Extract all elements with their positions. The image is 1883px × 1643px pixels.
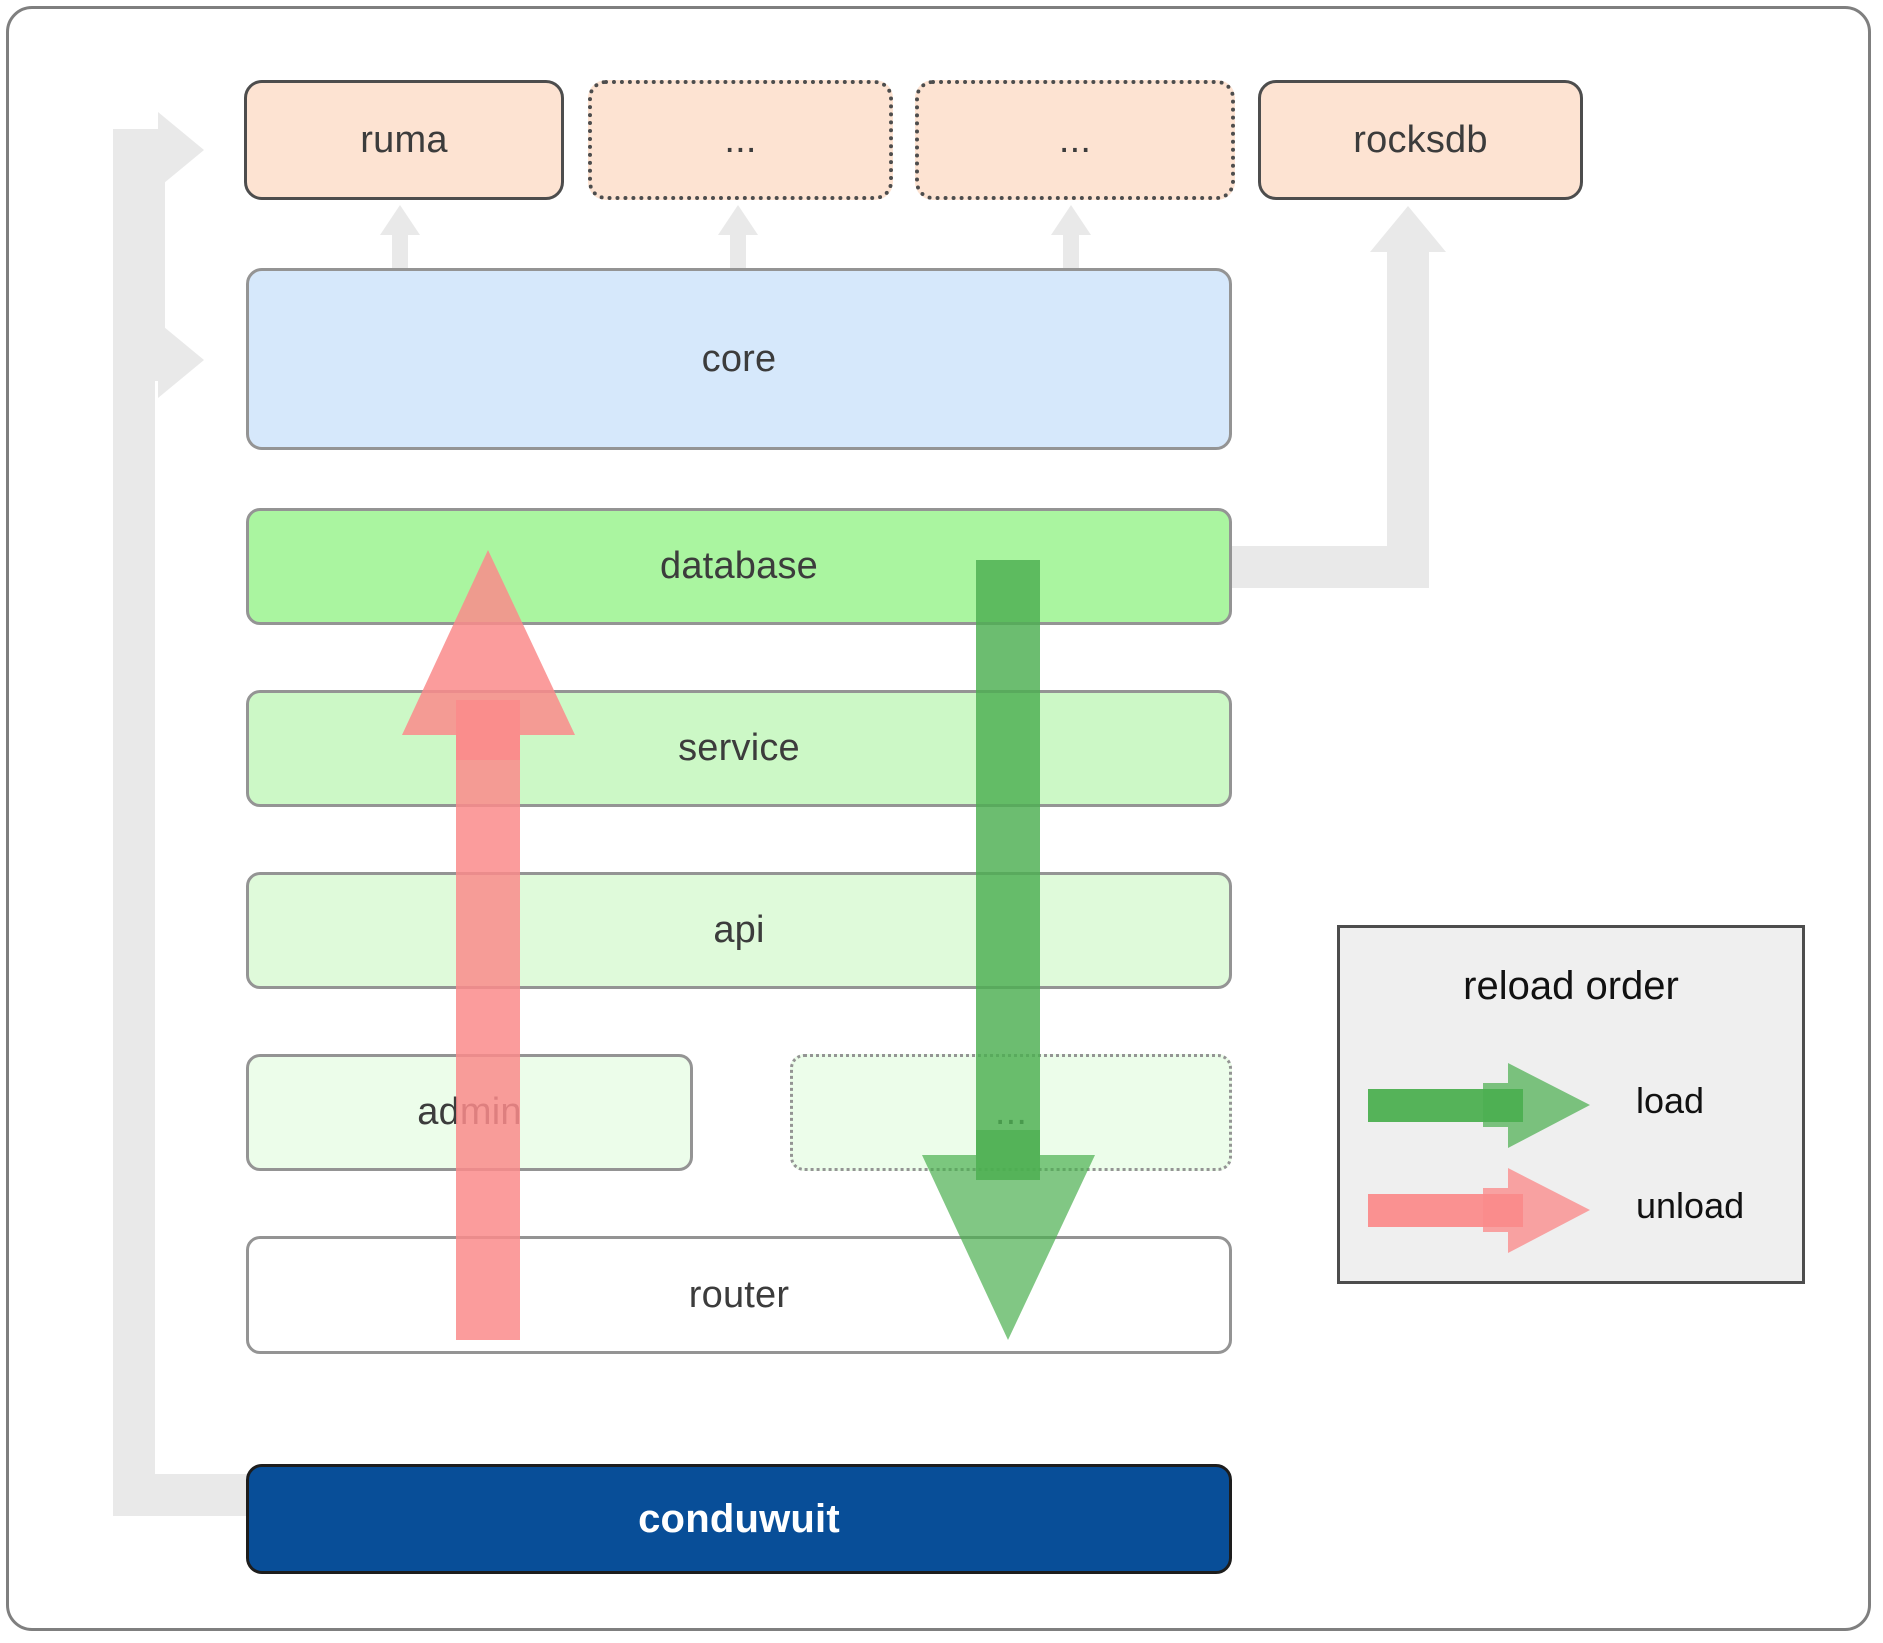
left-bus-trunk <box>113 129 155 1516</box>
right-bus-horizontal <box>1230 546 1405 588</box>
stack-box-api[interactable]: api <box>246 872 1232 989</box>
core-tick-head-2 <box>718 205 758 235</box>
stack-box-admin[interactable]: admin <box>246 1054 693 1171</box>
right-bus-arrow-rocksdb <box>1370 206 1446 252</box>
legend-label-load: load <box>1636 1080 1705 1121</box>
dependency-box-ellipsis-2[interactable]: ... <box>915 80 1235 200</box>
dependency-label-ellipsis-1: ... <box>724 118 757 161</box>
stack-label-database: database <box>660 545 818 587</box>
core-tick-shaft-2 <box>730 228 746 268</box>
stack-box-core[interactable]: core <box>246 268 1232 450</box>
stack-label-admin: admin <box>417 1091 522 1133</box>
binary-label-conduwuit: conduwuit <box>638 1496 840 1541</box>
stack-label-service: service <box>678 727 800 769</box>
core-tick-shaft-1 <box>392 228 408 268</box>
diagram-frame <box>6 6 1871 1631</box>
dependency-label-ellipsis-2: ... <box>1058 118 1092 161</box>
dependency-label-rocksdb: rocksdb <box>1353 118 1488 161</box>
core-tick-head-3 <box>1051 205 1091 235</box>
stack-box-router[interactable]: router <box>246 1236 1232 1354</box>
legend-panel: reload order load unload <box>1337 925 1805 1284</box>
core-tick-shaft-3 <box>1063 228 1079 268</box>
stack-box-database[interactable]: database <box>246 508 1232 625</box>
right-bus-vertical <box>1387 251 1429 588</box>
stack-label-router: router <box>688 1273 790 1316</box>
legend-title: reload order <box>1463 964 1679 1008</box>
dependency-box-rocksdb[interactable]: rocksdb <box>1258 80 1583 200</box>
left-bus-arrow-core <box>158 322 204 398</box>
stack-label-api: api <box>713 909 765 951</box>
stack-label-extra: ... <box>994 1091 1028 1133</box>
dependency-label-ruma: ruma <box>360 118 448 161</box>
dependency-box-ruma[interactable]: ruma <box>244 80 564 200</box>
stack-label-core: core <box>701 337 777 380</box>
left-bus-inner <box>155 171 165 339</box>
legend-arrow-load <box>1368 1063 1590 1148</box>
left-bus-bottom-leg <box>113 1474 248 1516</box>
stack-box-service[interactable]: service <box>246 690 1232 807</box>
dependency-box-ellipsis-1[interactable]: ... <box>588 80 893 200</box>
legend-label-unload: unload <box>1636 1185 1745 1226</box>
binary-box-conduwuit[interactable]: conduwuit <box>246 1464 1232 1574</box>
legend-arrow-unload <box>1368 1168 1590 1253</box>
core-tick-head-1 <box>380 205 420 235</box>
left-bus-arrow-ruma <box>158 112 204 188</box>
stack-box-extra[interactable]: ... <box>790 1054 1232 1171</box>
